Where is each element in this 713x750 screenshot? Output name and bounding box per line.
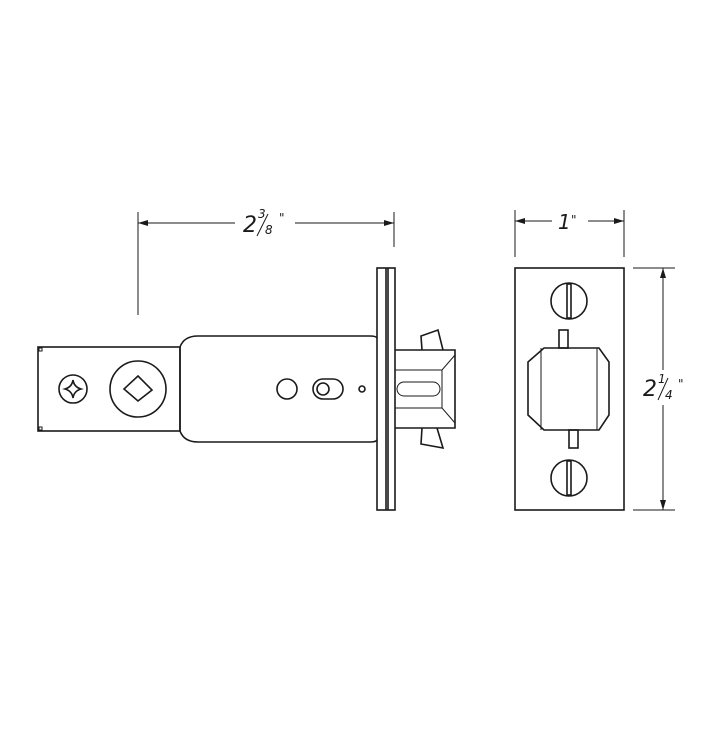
- width-dimension-label: 1 ": [558, 210, 577, 234]
- dimension-unit: ": [678, 377, 684, 391]
- bolt-pin-bottom: [568, 429, 579, 449]
- faceplate-side: [376, 267, 396, 511]
- housing-slot: [312, 378, 344, 400]
- height-dimension-label: 2 1 4 ": [643, 372, 684, 402]
- dimension-unit: ": [279, 211, 285, 225]
- phillips-screw-icon: [58, 374, 88, 404]
- latch-bolt-front: [527, 329, 610, 449]
- slotted-screw-icon: [550, 459, 588, 497]
- dimension-denominator: 4: [665, 388, 673, 402]
- front-view: 1 " 2 1 4 ": [514, 210, 684, 511]
- fraction-slash: [256, 213, 269, 237]
- tail-notch: [38, 347, 43, 352]
- housing-hole: [276, 378, 298, 400]
- dimension-denominator: 8: [265, 223, 273, 237]
- dimension-numerator: 3: [258, 207, 266, 221]
- dimension-whole: 2: [243, 213, 257, 238]
- bolt-pin-top: [558, 329, 569, 349]
- bolt-tab-bottom: [420, 427, 445, 450]
- tail-notch: [38, 426, 43, 431]
- latch-housing: [179, 335, 378, 443]
- dimension-unit: ": [571, 213, 577, 227]
- bolt-tab-top: [420, 328, 444, 351]
- spindle-hub: [109, 360, 167, 418]
- slotted-screw-icon: [550, 282, 588, 320]
- latch-bolt-side: [395, 328, 456, 450]
- side-view: 2 3 8 ": [37, 207, 456, 511]
- fraction-slash: [657, 377, 669, 401]
- faceplate-front: [514, 267, 625, 511]
- backset-dimension-label: 2 3 8 ": [243, 207, 285, 238]
- dimension-numerator: 1: [658, 372, 666, 386]
- dimension-whole: 1: [558, 210, 571, 234]
- dimension-whole: 2: [643, 377, 657, 402]
- small-hole: [358, 385, 366, 393]
